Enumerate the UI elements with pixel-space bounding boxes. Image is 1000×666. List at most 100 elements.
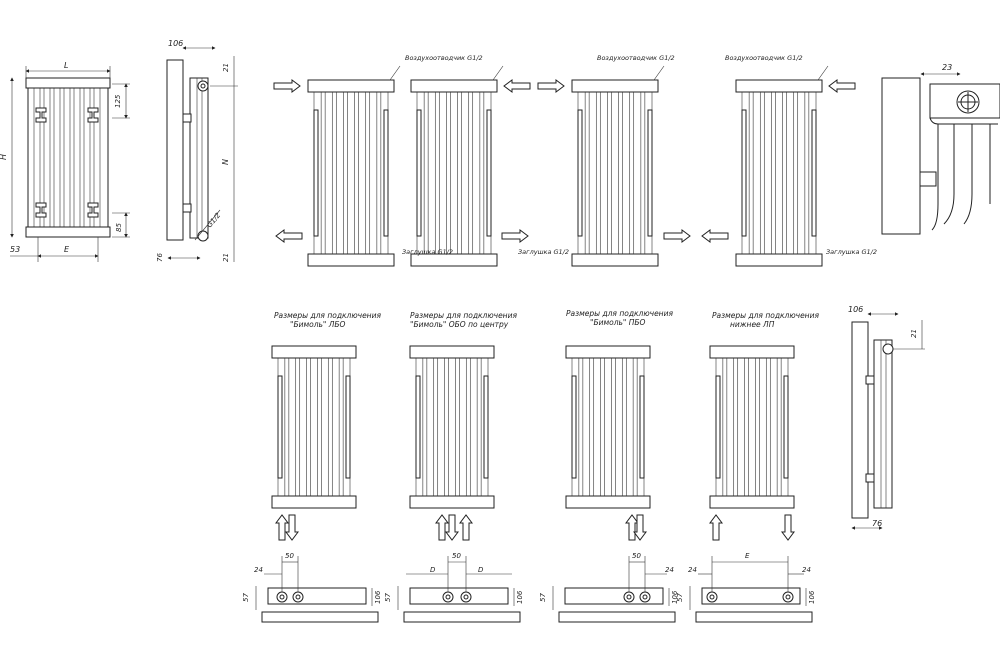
side-bottom-dim-top: 21 xyxy=(910,329,918,338)
bracket xyxy=(383,109,389,237)
pipe-icon xyxy=(292,591,304,603)
pipe-icon xyxy=(782,591,794,603)
floor xyxy=(261,611,379,623)
conn-dim-depth: 106 xyxy=(808,590,816,604)
radiator-bottom-collector xyxy=(735,253,823,267)
front-dim-offset: 53 xyxy=(10,245,20,254)
radiator-top-collector xyxy=(271,345,357,359)
floor xyxy=(403,611,521,623)
wall xyxy=(851,321,869,519)
pipe-icon xyxy=(706,591,718,603)
conn-dim-height: 57 xyxy=(384,593,392,602)
fitting-icon xyxy=(956,90,980,114)
scheme-caption: Размеры для подключения"Бимоль" ПБО xyxy=(566,309,673,327)
bracket xyxy=(313,109,319,237)
outlet-arrow xyxy=(701,229,729,243)
bracket xyxy=(415,375,421,479)
conn-dim-depth: 106 xyxy=(374,590,382,604)
bracket xyxy=(639,375,645,479)
return-arrow xyxy=(275,514,289,541)
side-dim-depth: 106 xyxy=(168,39,183,48)
connection-view-1: 57 106 50 24 xyxy=(242,552,382,623)
drain-label: Заглушка G1/2 xyxy=(826,248,877,256)
pipe-icon xyxy=(276,591,288,603)
bracket-icon xyxy=(87,202,99,218)
bracket xyxy=(483,375,489,479)
radiator-bottom-collector xyxy=(571,253,659,267)
side-dim-wall: 76 xyxy=(156,253,164,262)
bracket xyxy=(577,109,583,237)
conn-dim-depth: 106 xyxy=(671,590,679,604)
conn-dim-height: 57 xyxy=(242,593,250,602)
radiator-bottom-collector xyxy=(409,495,495,509)
pipe-icon xyxy=(623,591,635,603)
return-arrow xyxy=(459,514,473,541)
conn-dim-depth: 106 xyxy=(516,590,524,604)
return-arrow xyxy=(625,514,639,541)
bracket xyxy=(783,375,789,479)
conn-dim-left: 24 xyxy=(688,566,697,574)
drain-label: Заглушка G1/2 xyxy=(518,248,569,256)
radiator-bottom-collector xyxy=(271,495,357,509)
bracket xyxy=(571,375,577,479)
conn-dim-height: 57 xyxy=(539,593,547,602)
wall xyxy=(881,77,921,235)
bottom-scheme-3 xyxy=(565,345,651,509)
conn-dim-spacing: 50 xyxy=(632,552,641,560)
bracket xyxy=(715,375,721,479)
supply-arrow xyxy=(285,514,299,541)
conn-dim-right: D xyxy=(478,566,484,574)
inlet-arrow xyxy=(503,79,531,93)
flow-schemes xyxy=(273,65,856,267)
outlet-arrow xyxy=(663,229,691,243)
bracket xyxy=(647,109,653,237)
front-dim-axis: E xyxy=(64,245,70,254)
bracket xyxy=(741,109,747,237)
bottom-scheme-2 xyxy=(409,345,495,509)
wall xyxy=(166,59,184,241)
front-dim-width: L xyxy=(64,61,68,70)
fitting-icon xyxy=(197,80,209,92)
fitting-icon xyxy=(882,343,894,355)
bottom-schemes xyxy=(271,345,795,541)
drain-label: Заглушка G1/2 xyxy=(402,248,453,256)
return-arrow xyxy=(435,514,449,541)
inlet-arrow xyxy=(273,79,301,93)
flow-scheme-3 xyxy=(571,65,665,267)
flow-scheme-2 xyxy=(410,65,504,267)
bracket-icon xyxy=(35,202,47,218)
bottom-scheme-4 xyxy=(709,345,795,509)
detail-view: 23 xyxy=(881,63,1000,235)
supply-arrow xyxy=(445,514,459,541)
outlet-arrow xyxy=(501,229,529,243)
side-dim-axis: N xyxy=(221,159,230,165)
conn-dim-height: 57 xyxy=(676,593,684,602)
scheme-caption: Размеры для подключения"Бимоль" ЛБО xyxy=(274,311,381,329)
scheme-caption: Размеры для подключения"Бимоль" ОБО по ц… xyxy=(410,311,517,329)
radiator-top-collector xyxy=(565,345,651,359)
pipe-icon xyxy=(442,591,454,603)
conn-dim-spacing: 50 xyxy=(285,552,294,560)
supply-arrow xyxy=(781,514,795,541)
air-vent-label: Воздухоотводчик G1/2 xyxy=(597,54,675,62)
conn-dim-left: 24 xyxy=(254,566,263,574)
scheme-captions: Размеры для подключения"Бимоль" ЛБО Разм… xyxy=(274,309,819,329)
side-view-bottom: 106 21 76 xyxy=(848,305,925,530)
radiator-top-collector xyxy=(571,79,659,93)
flow-scheme-1 xyxy=(307,65,401,267)
side-bottom-dim-depth: 106 xyxy=(848,305,863,314)
bracket xyxy=(416,109,422,237)
outlet-arrow xyxy=(275,229,303,243)
conn-dim-spacing: 50 xyxy=(452,552,461,560)
front-view: L H 53 E 125 85 xyxy=(0,61,130,262)
pipe-icon xyxy=(460,591,472,603)
radiator-top-collector xyxy=(409,345,495,359)
air-vent-label: Воздухоотводчик G1/2 xyxy=(405,54,483,62)
side-dim-bottom: 21 xyxy=(222,253,230,262)
radiator-plan xyxy=(409,587,509,605)
